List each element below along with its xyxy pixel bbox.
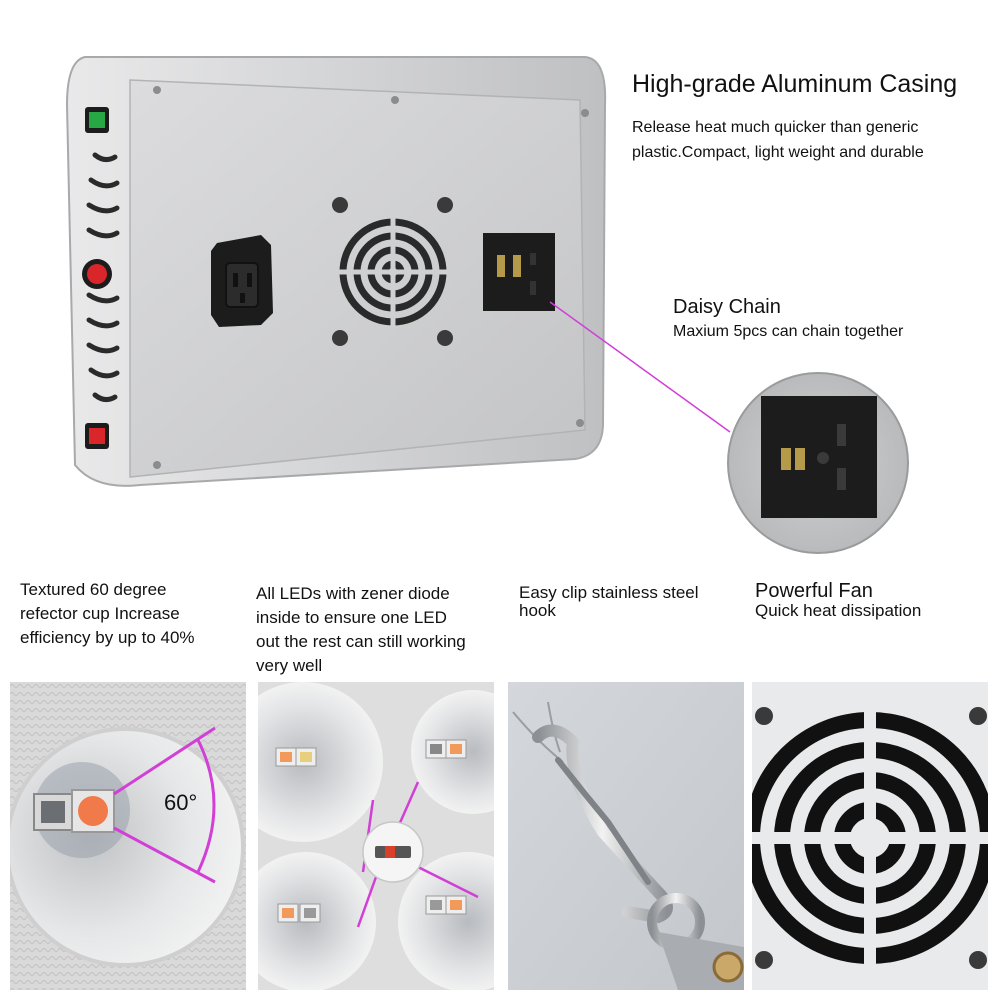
reflector-cup-photo: 60° [10, 682, 246, 990]
caption-line: inside to ensure one LED [256, 608, 447, 627]
caption-line: All LEDs with zener diode [256, 584, 450, 603]
angle-label: 60° [164, 790, 198, 815]
zener-led-photo [258, 682, 494, 990]
fan-title: Powerful Fan [755, 580, 873, 602]
feature-fan-caption: Powerful Fan Quick heat dissipation [755, 580, 995, 620]
fan-photo [752, 682, 988, 990]
daisy-chain-desc: Maxium 5pcs can chain together [673, 323, 904, 340]
socket-zoom-circle [725, 370, 911, 556]
caption-line: out the rest can still working [256, 632, 466, 651]
caption-line: very well [256, 656, 323, 675]
casing-title: High-grade Aluminum Casing [632, 70, 958, 98]
caption-line: refector cup Increase [20, 604, 180, 623]
feature-zener-caption: All LEDs with zener diode inside to ensu… [256, 582, 506, 678]
caption-line: efficiency by up to 40% [20, 628, 195, 647]
lamp-back-photo [55, 45, 615, 495]
casing-desc-line1: Release heat much quicker than generic [632, 119, 919, 136]
feature-hook-caption: Easy clip stainless steel hook [519, 584, 749, 620]
daisy-chain-title: Daisy Chain [673, 296, 781, 318]
caption-line: Textured 60 degree [20, 580, 167, 599]
fan-desc: Quick heat dissipation [755, 601, 922, 620]
caption-line: Easy clip stainless steel [519, 583, 699, 602]
feature-reflector-caption: Textured 60 degree refector cup Increase… [20, 578, 250, 650]
hook-photo [508, 682, 744, 990]
casing-desc-line2: plastic.Compact, light weight and durabl… [632, 144, 924, 161]
caption-line: hook [519, 601, 556, 620]
